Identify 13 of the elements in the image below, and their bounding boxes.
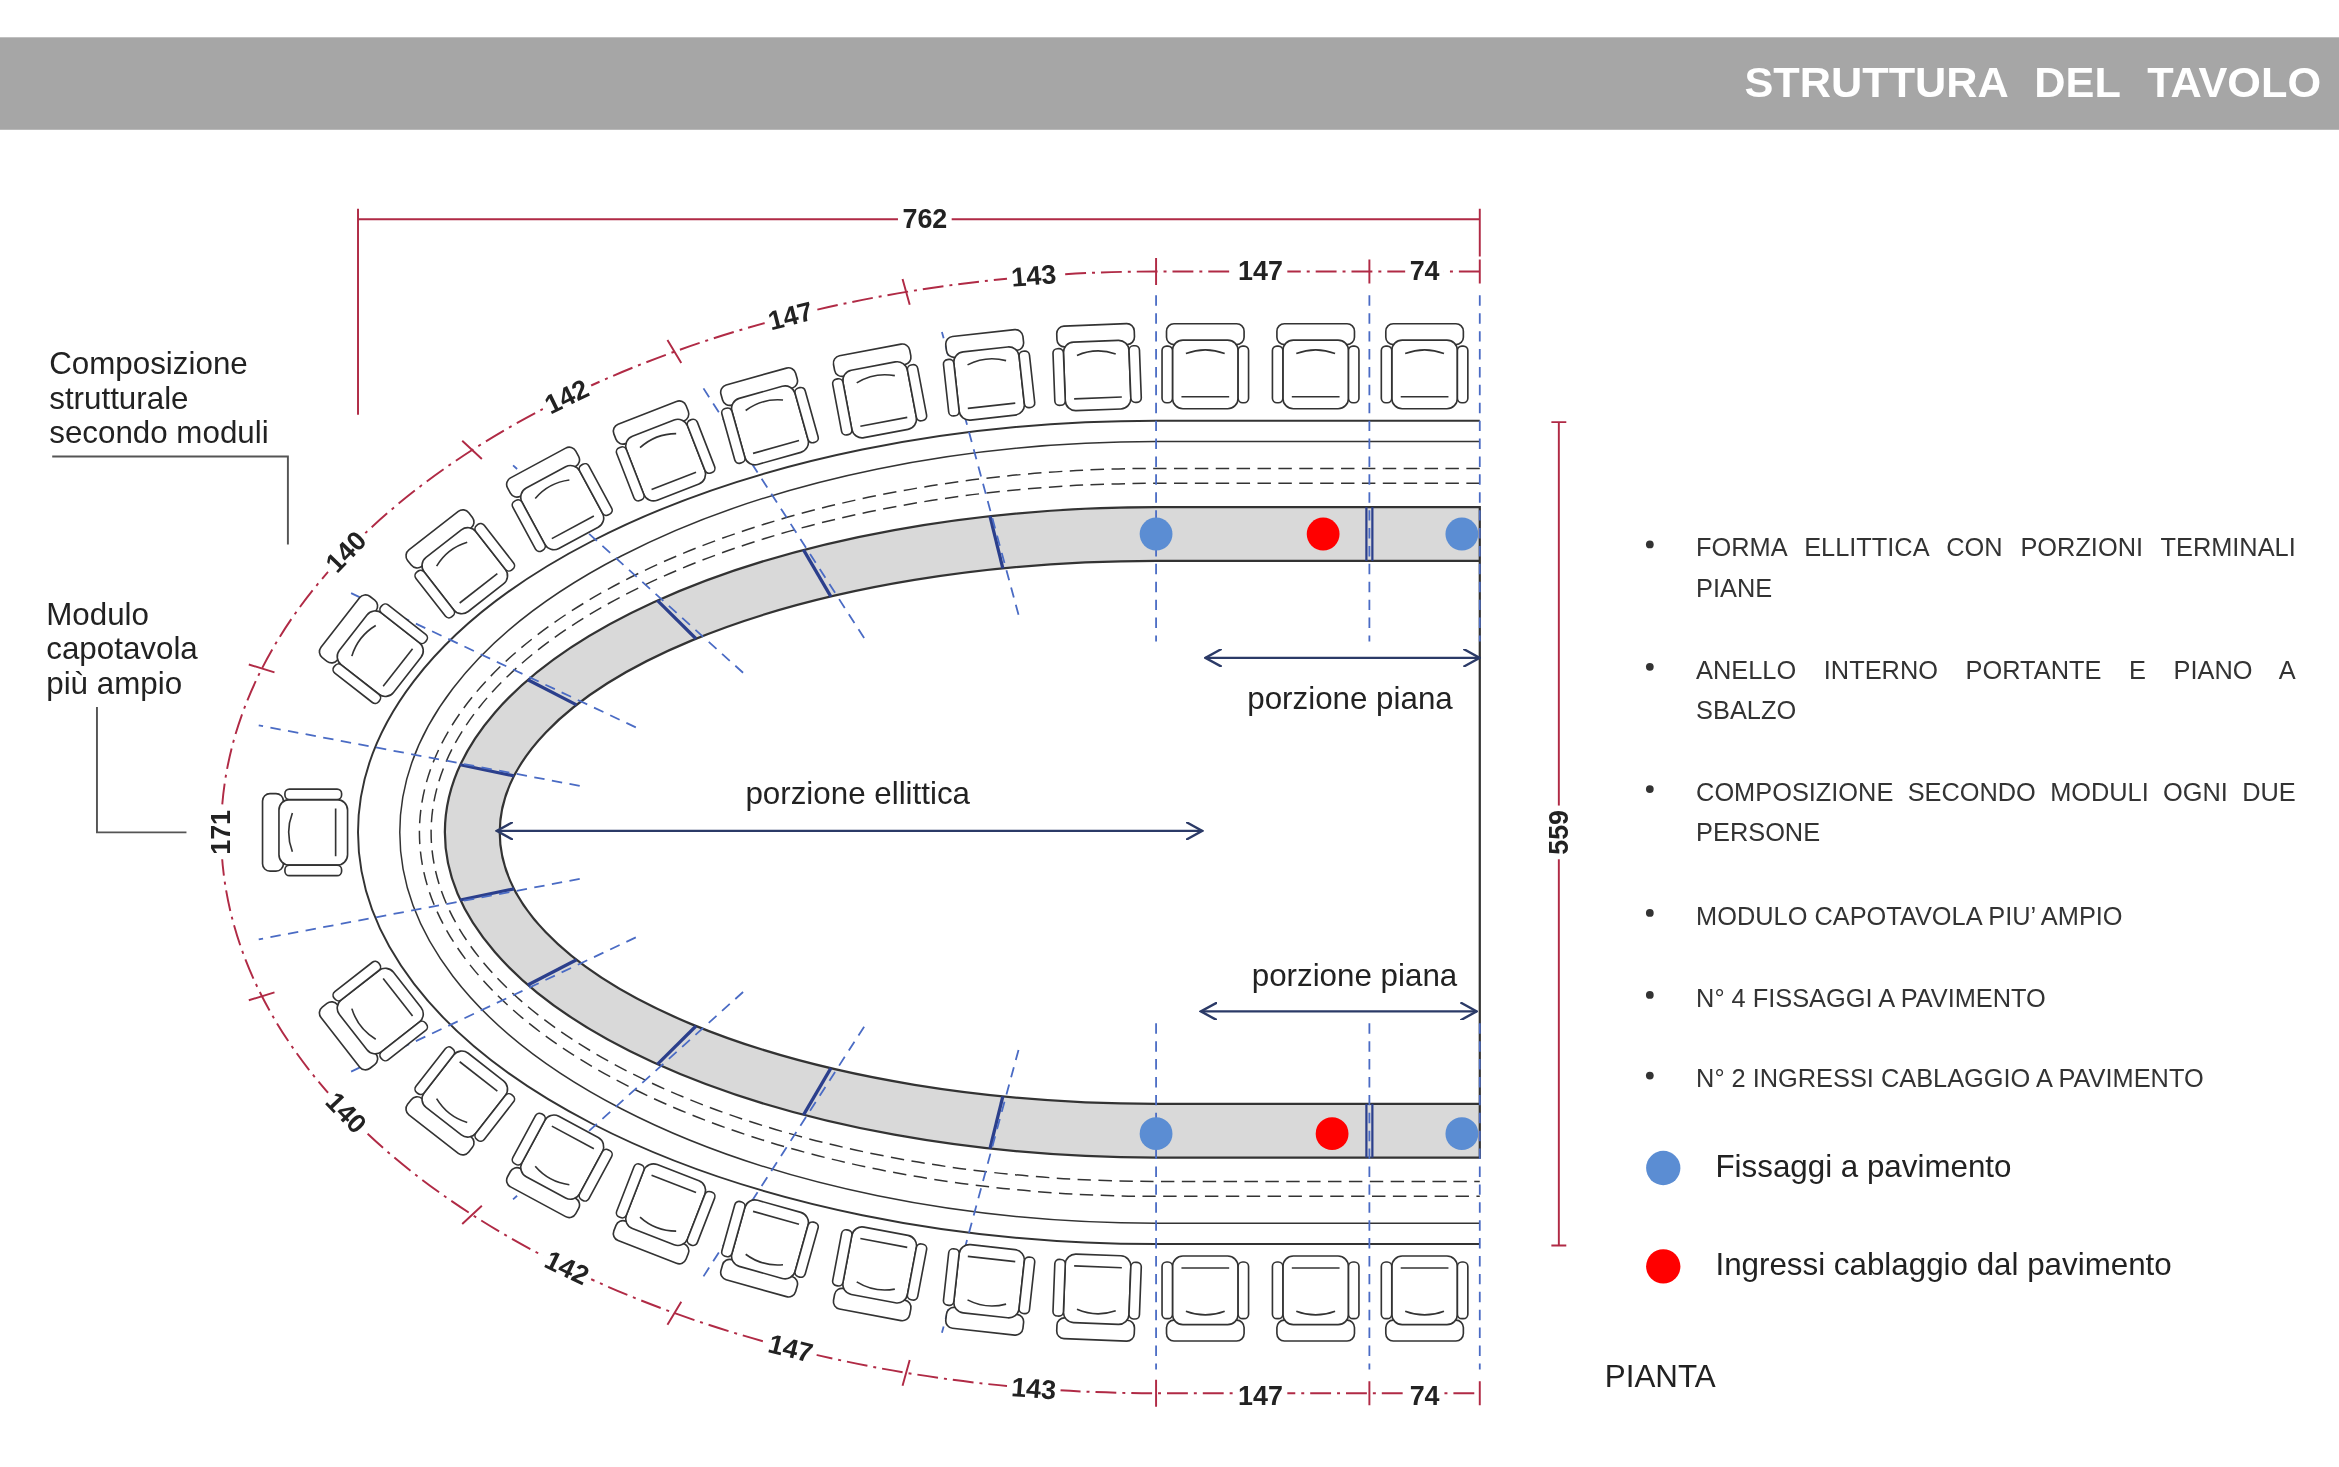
leader-line bbox=[96, 706, 188, 834]
bullet-text: COMPOSIZIONE SECONDO MODULI OGNI DUE PERSONE bbox=[1696, 777, 2296, 850]
legend-label: Ingressi cablaggio dal pavimento bbox=[1715, 1247, 2172, 1283]
bullet-text: FORMA ELLITTICA CON PORZIONI TERMINALI PIANE bbox=[1696, 533, 2296, 605]
page-title: STRUTTURA DEL TAVOLO bbox=[1744, 58, 2322, 108]
bullet-text: ANELLO INTERNO PORTANTE E PIANO A SBALZO bbox=[1696, 655, 2296, 727]
legend-label: Fissaggi a pavimento bbox=[1715, 1148, 2012, 1185]
bullet-text: MODULO CAPOTAVOLA PIU’ AMPIO bbox=[1696, 901, 2124, 933]
bullet-text: N° 4 FISSAGGI A PAVIMENTO bbox=[1696, 983, 2047, 1015]
callout-text: Composizione strutturale secondo moduli bbox=[49, 346, 270, 449]
callout-text: Modulo capotavola più ampio bbox=[46, 596, 199, 700]
leader-line bbox=[51, 455, 289, 546]
bullet-text: N° 2 INGRESSI CABLAGGIO A PAVIMENTO bbox=[1696, 1064, 2205, 1096]
